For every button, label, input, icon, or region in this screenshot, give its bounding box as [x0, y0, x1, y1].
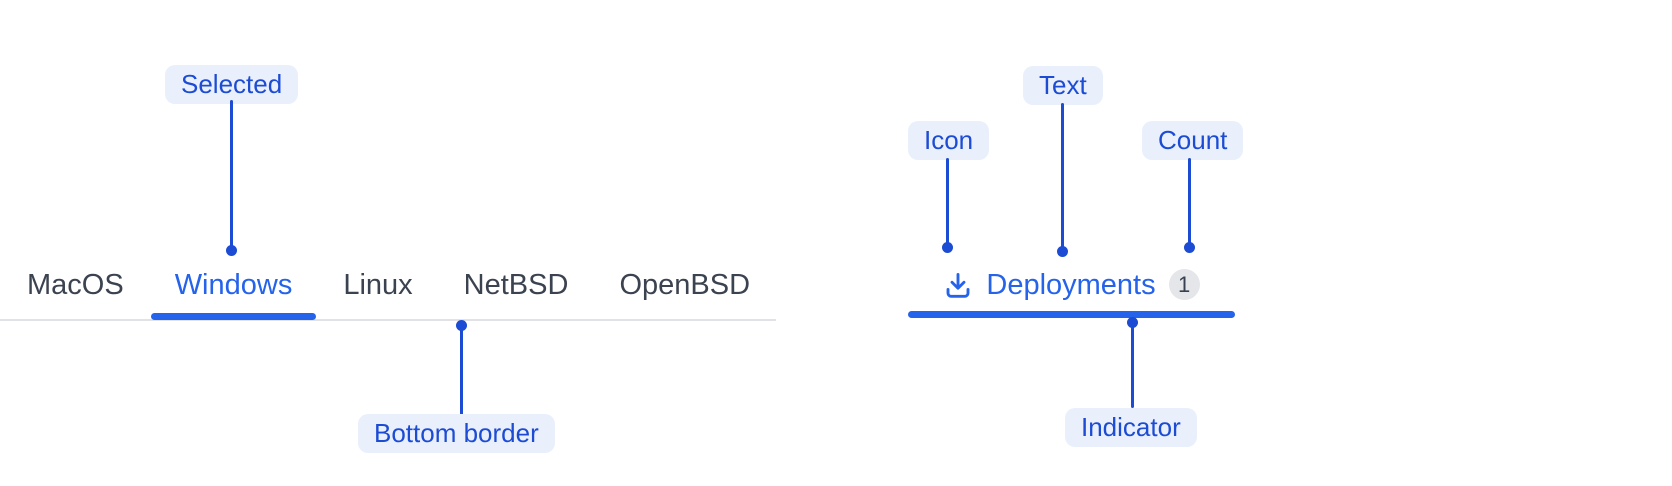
- selected-annotation-leader-line: [230, 100, 233, 251]
- tab-item-text: Deployments: [986, 268, 1156, 301]
- bottom-border-annotation-leader-line: [460, 326, 463, 415]
- bottom-border-annotation-dot: [456, 320, 467, 331]
- tab-label: MacOS: [27, 269, 124, 301]
- icon-annotation-dot: [942, 242, 953, 253]
- selected-tab-underline: [150, 313, 317, 320]
- active-tab-indicator: [908, 311, 1235, 318]
- indicator-annotation-label: Indicator: [1065, 408, 1197, 447]
- icon-annotation-leader-line: [946, 158, 949, 249]
- tab-macos[interactable]: MacOS: [27, 270, 124, 300]
- tab-bar: MacOS Windows Linux NetBSD OpenBSD: [27, 269, 750, 320]
- text-annotation-label: Text: [1023, 66, 1103, 105]
- tab-netbsd[interactable]: NetBSD: [464, 270, 569, 300]
- text-annotation-dot: [1057, 246, 1068, 257]
- bottom-border-annotation-label: Bottom border: [358, 414, 555, 453]
- indicator-annotation-dot: [1127, 317, 1138, 328]
- count-annotation-label: Count: [1142, 121, 1244, 160]
- icon-annotation-label: Icon: [908, 121, 990, 160]
- selected-annotation-label: Selected: [165, 65, 299, 104]
- tab-openbsd[interactable]: OpenBSD: [619, 270, 750, 300]
- count-annotation-leader-line: [1188, 158, 1191, 249]
- tab-label: NetBSD: [463, 269, 569, 301]
- selected-annotation-dot: [226, 245, 237, 256]
- tab-label: Linux: [343, 269, 413, 301]
- tab-label: Windows: [174, 269, 293, 301]
- tab-windows[interactable]: Windows: [150, 269, 317, 320]
- download-icon: [946, 272, 970, 298]
- indicator-annotation-leader-line: [1131, 323, 1134, 408]
- count-annotation-dot: [1184, 242, 1195, 253]
- tab-deployments[interactable]: Deployments 1: [908, 258, 1235, 318]
- tab-linux[interactable]: Linux: [343, 270, 412, 300]
- count-badge: 1: [1168, 269, 1200, 300]
- text-annotation-leader-line: [1061, 103, 1064, 252]
- tabbar-bottom-border: [0, 319, 776, 321]
- tab-label: OpenBSD: [619, 269, 751, 301]
